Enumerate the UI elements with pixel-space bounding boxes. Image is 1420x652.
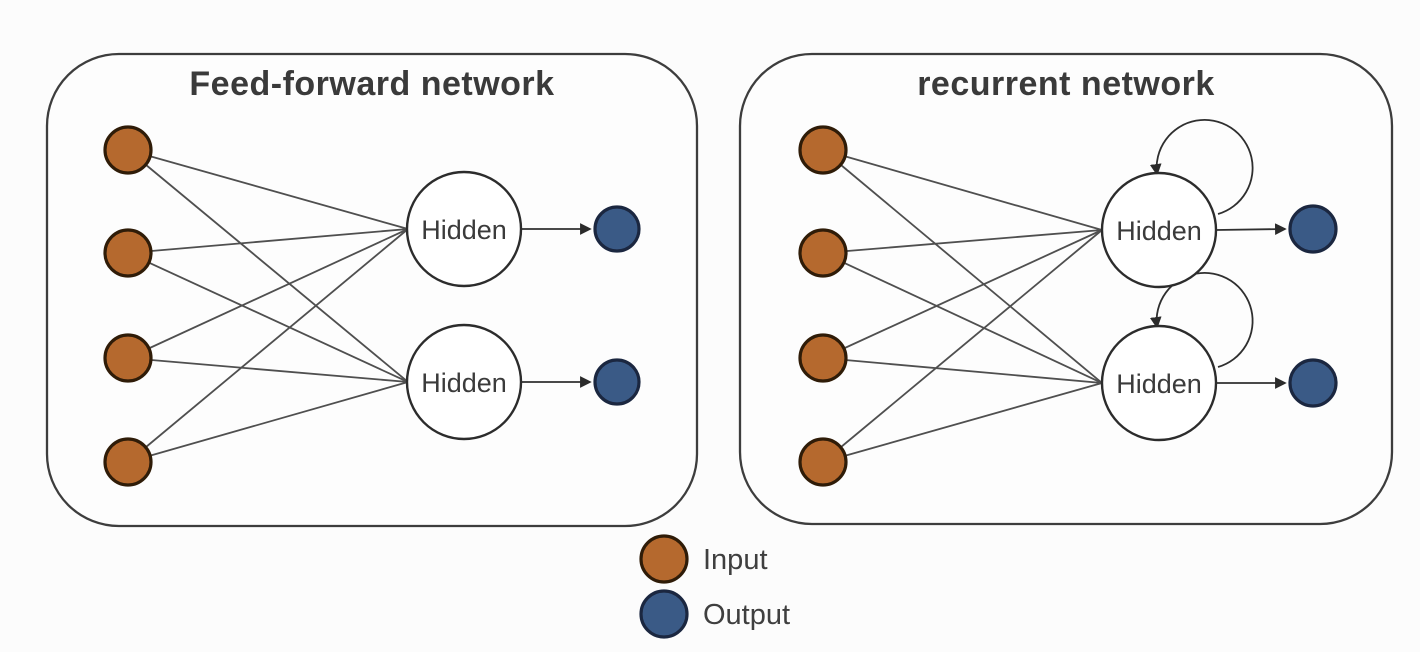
hidden-node (1100, 171, 1218, 289)
feedforward-panel: Feed-forward network Hidden Hidden (45, 52, 699, 528)
output-node (593, 358, 641, 406)
legend-output-swatch (639, 589, 689, 639)
hidden-node-label: Hidden (421, 215, 507, 245)
hidden-node (405, 170, 523, 288)
output-node (1288, 204, 1338, 254)
recurrent-panel-title: recurrent network (917, 65, 1215, 103)
hidden-node (1100, 324, 1218, 442)
input-node (103, 228, 153, 278)
feedforward-panel-title: Feed-forward network (189, 65, 554, 103)
output-node (1288, 358, 1338, 408)
legend-output-label: Output (703, 599, 790, 631)
feedforward-connections (127, 149, 409, 463)
recurrent-panel-border (738, 52, 1394, 526)
input-node (103, 333, 153, 383)
input-node (798, 228, 848, 278)
hidden-node (405, 323, 523, 441)
hidden-node-label: Hidden (1116, 369, 1202, 399)
hidden-node-label: Hidden (1116, 216, 1202, 246)
output-node (593, 205, 641, 253)
input-node (798, 125, 848, 175)
recurrent-panel: recurrent network Hidden Hidden (738, 52, 1394, 526)
legend-input-swatch (639, 534, 689, 584)
hidden-node-label: Hidden (421, 368, 507, 398)
hidden-to-output-arrow (1215, 223, 1287, 235)
input-node (798, 437, 848, 487)
input-node (798, 333, 848, 383)
legend: Input Output (639, 534, 790, 639)
legend-input-label: Input (703, 544, 768, 576)
recurrent-connections (822, 149, 1103, 463)
feedforward-panel-border (45, 52, 699, 528)
input-node (103, 437, 153, 487)
input-node (103, 125, 153, 175)
self-loop-arrow (1149, 272, 1254, 368)
self-loop-arrow (1149, 119, 1254, 215)
